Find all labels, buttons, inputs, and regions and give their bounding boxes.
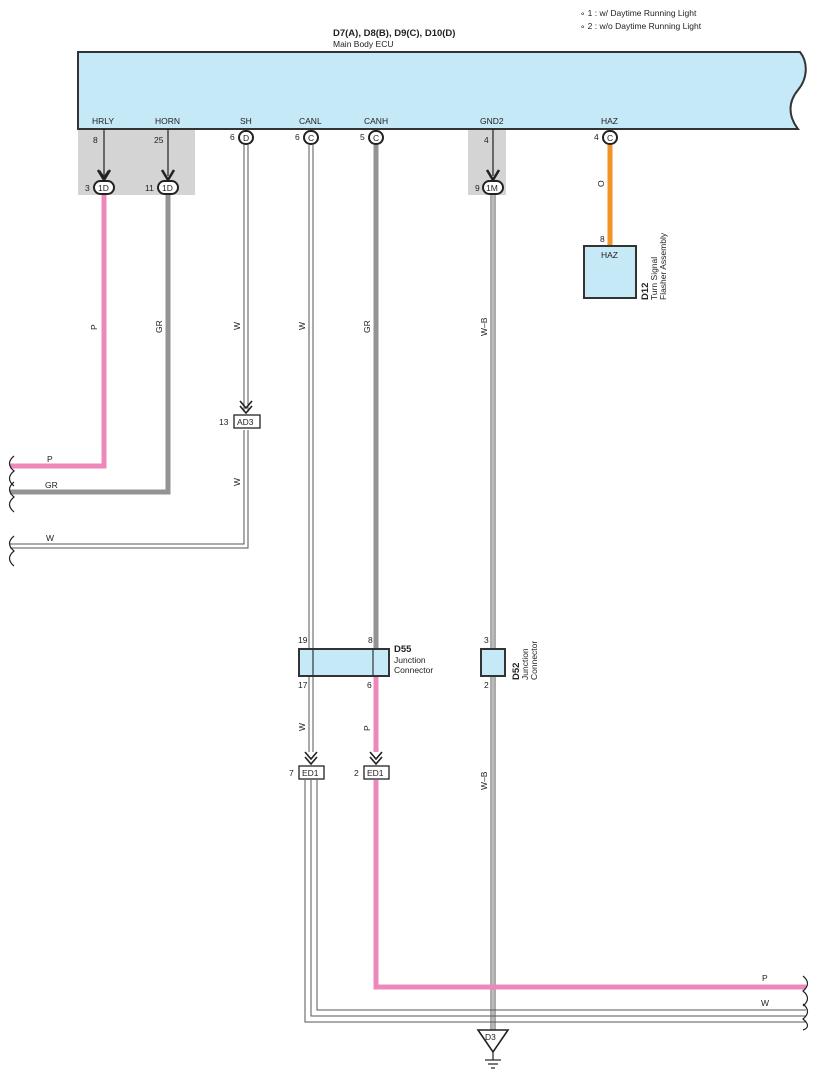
d52-pin2: 2 xyxy=(484,680,489,690)
pin-num-hrly: 8 xyxy=(93,135,98,145)
inline-oval-horn xyxy=(157,180,179,195)
turn-signal-flasher-box xyxy=(583,245,637,299)
junction-connector-d52 xyxy=(480,648,506,677)
label-d52-wb: W–B xyxy=(479,771,489,790)
label-canl-w: W xyxy=(297,322,307,330)
ad3-arrow xyxy=(239,400,253,415)
wire-gr-horn xyxy=(10,195,171,495)
pin-label-horn: HORN xyxy=(155,116,180,126)
d52-pin3: 3 xyxy=(484,635,489,645)
wire-w-bottom xyxy=(304,780,806,1023)
ed1-right-arrow xyxy=(369,751,383,766)
wire-p-bottom xyxy=(373,780,806,990)
d55-name-2: Connector xyxy=(394,665,433,675)
ed1-right-num: 2 xyxy=(354,768,359,778)
flasher-pin-label: HAZ xyxy=(601,250,618,260)
ad3-name: AD3 xyxy=(237,417,254,427)
connector-oval-sh xyxy=(238,130,254,145)
ecu-subtitle: Main Body ECU xyxy=(333,39,393,49)
d55-name-1: Junction xyxy=(394,655,426,665)
break-mark-right-p xyxy=(802,975,809,1007)
label-canh-gr: GR xyxy=(362,320,372,333)
wire-p-hrly xyxy=(10,195,107,469)
ecu-title: D7(A), D8(B), D9(C), D10(D) xyxy=(333,28,455,39)
d52-name-1: Junction xyxy=(520,648,530,680)
pin-label-gnd2: GND2 xyxy=(480,116,504,126)
flasher-name-2: Flasher Assembly xyxy=(658,232,668,300)
pin-num-haz: 4 xyxy=(594,132,599,142)
connector-ed1-right xyxy=(363,765,390,780)
ground-triangle xyxy=(476,1029,510,1054)
d55-pin19: 19 xyxy=(298,635,308,645)
connector-canl-letter: C xyxy=(308,133,314,143)
pin-num-sh: 6 xyxy=(230,132,235,142)
connector-ad3 xyxy=(233,414,261,429)
connector-oval-haz xyxy=(602,130,618,145)
connector-ed1-left xyxy=(298,765,325,780)
d52-code: D52 xyxy=(511,663,522,680)
pin-num-gnd2: 4 xyxy=(484,135,489,145)
d52-name-2: Connector xyxy=(529,641,539,680)
inline-gnd2-name: 1M xyxy=(486,183,498,193)
connector-sh-letter: D xyxy=(243,133,249,143)
ad3-num: 13 xyxy=(219,417,229,427)
break-mark-p xyxy=(8,455,15,487)
connector-oval-canh xyxy=(368,130,384,145)
label-hrly-p: P xyxy=(89,324,99,330)
ed1-right-name: ED1 xyxy=(367,768,384,778)
ed1-left-num: 7 xyxy=(289,768,294,778)
break-mark-right-w xyxy=(802,1003,809,1031)
ground-name: D3 xyxy=(485,1032,496,1042)
label-haz-o: O xyxy=(596,180,606,187)
label-left-w: W xyxy=(46,533,54,543)
label-sh-w-lower: W xyxy=(232,478,242,486)
d52-labels: D52 Junction Connector xyxy=(511,641,539,680)
inline-oval-hrly xyxy=(93,180,115,195)
d55-pin8: 8 xyxy=(368,635,373,645)
pin-num-horn: 25 xyxy=(154,135,164,145)
inline-hrly-name: 1D xyxy=(98,183,109,193)
connector-haz-letter: C xyxy=(607,133,613,143)
label-d55-p: P xyxy=(362,725,372,731)
pin-num-canh: 5 xyxy=(360,132,365,142)
note-2: ∘ 2 : w/o Daytime Running Light xyxy=(580,21,702,31)
pin-label-canl: CANL xyxy=(299,116,322,126)
label-left-p: P xyxy=(47,454,53,464)
inline-gnd2-num: 9 xyxy=(475,183,480,193)
d55-code: D55 xyxy=(394,644,412,655)
label-right-w: W xyxy=(761,998,769,1008)
d55-pin17: 17 xyxy=(298,680,308,690)
pin-label-sh: SH xyxy=(240,116,252,126)
main-body-ecu-box xyxy=(77,51,807,130)
flasher-pin-num: 8 xyxy=(600,234,605,244)
ed1-left-arrow xyxy=(304,751,318,766)
junction-connector-d55 xyxy=(298,648,390,677)
label-gnd2-wb: W–B xyxy=(479,317,489,336)
connector-oval-canl xyxy=(303,130,319,145)
break-mark-w xyxy=(8,535,15,567)
label-right-p: P xyxy=(762,973,768,983)
pin-label-haz: HAZ xyxy=(601,116,618,126)
inline-horn-name: 1D xyxy=(162,183,173,193)
pin-num-canl: 6 xyxy=(295,132,300,142)
inline-oval-gnd2 xyxy=(482,180,504,195)
ed1-left-name: ED1 xyxy=(302,768,319,778)
inline-horn-num: 11 xyxy=(145,183,154,193)
pin-label-canh: CANH xyxy=(364,116,388,126)
d55-pin6: 6 xyxy=(367,680,372,690)
flasher-code: D12 xyxy=(640,283,651,300)
label-sh-w: W xyxy=(232,322,242,330)
inline-hrly-num: 3 xyxy=(85,183,90,193)
label-d55-w: W xyxy=(297,723,307,731)
break-mark-gr xyxy=(8,481,15,513)
pin-label-hrly: HRLY xyxy=(92,116,114,126)
flasher-name-1: Turn Signal xyxy=(649,257,659,300)
wire-w-sh xyxy=(10,145,249,549)
label-left-gr: GR xyxy=(45,480,58,490)
connector-canh-letter: C xyxy=(373,133,379,143)
flasher-labels: D12 Turn Signal Flasher Assembly xyxy=(640,232,668,300)
label-horn-gr: GR xyxy=(154,320,164,333)
note-1: ∘ 1 : w/ Daytime Running Light xyxy=(580,8,697,18)
